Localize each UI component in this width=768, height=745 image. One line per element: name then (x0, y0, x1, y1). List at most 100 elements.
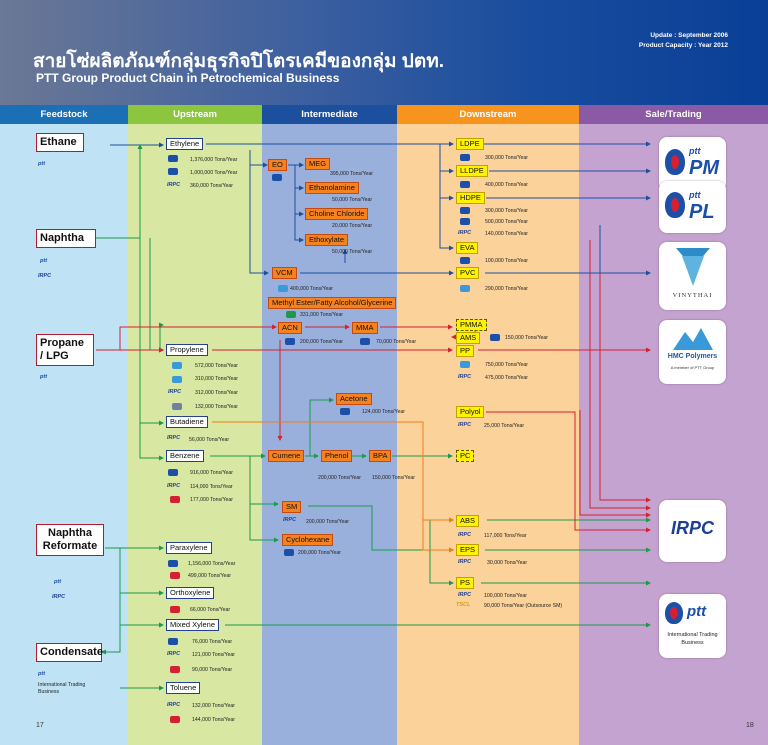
capacity-label: 100,000 Tons/Year (485, 258, 528, 264)
naphtha-reformate-box: Naphtha Reformate (36, 524, 104, 557)
capacity-label: 499,000 Tons/Year (188, 573, 231, 579)
mountain-icon (673, 328, 713, 350)
capacity-label: 132,000 Tons/Year (195, 404, 238, 410)
ptt-logo: ptt (689, 146, 701, 156)
downstream-header: Downstream (397, 105, 579, 124)
flame-core-icon (671, 155, 679, 169)
irpc-logo: IRPC (38, 273, 52, 279)
vinythai-icon (676, 248, 710, 286)
hdpe-box: HDPE (456, 192, 485, 205)
capacity-label: 132,000 Tons/Year (192, 703, 235, 709)
condensate-note: International Trading Business (38, 682, 86, 695)
trading-label: International Trading Business (667, 632, 718, 646)
company-mark-icon (460, 285, 470, 292)
capacity-label: 400,000 Tons/Year (485, 182, 528, 188)
irpc-logo: IRPC (458, 374, 472, 380)
capacity-label: 300,000 Tons/Year (485, 208, 528, 214)
ldpe-box: LDPE (456, 138, 484, 151)
capacity-label: 1,000,000 Tons/Year (190, 170, 238, 176)
flame-core-icon (671, 198, 679, 212)
company-mark-icon (460, 361, 470, 368)
capacity-label: 70,000 Tons/Year (376, 339, 417, 345)
capacity-label: 50,000 Tons/Year (332, 197, 373, 203)
eo-box: EO (268, 159, 287, 172)
company-mark-icon (490, 334, 500, 341)
flame-core-icon (670, 607, 678, 619)
capacity-label: 916,000 Tons/Year (190, 470, 233, 476)
eva-box: EVA (456, 242, 479, 255)
ethane-box: Ethane (36, 133, 84, 153)
condensate-box: Condensate (36, 643, 103, 663)
capacity-label: 177,000 Tons/Year (190, 497, 233, 503)
title-english: PTT Group Product Chain in Petrochemical… (36, 71, 340, 85)
polyol-box: Polyol (456, 406, 485, 419)
capacity-label: 90,000 Tons/Year (Outsource SM) (484, 603, 563, 609)
ptt-logo: ptt (687, 603, 707, 620)
company-mark-icon (170, 716, 180, 723)
mma-box: MMA (352, 322, 378, 335)
capacity-label: 56,000 Tons/Year (189, 437, 230, 443)
company-mark-icon (278, 285, 288, 292)
hmc-label: HMC Polymers (667, 353, 718, 360)
irpc-logo: IRPC (167, 435, 181, 441)
pc-box: PC (456, 450, 475, 463)
capacity-label: 25,000 Tons/Year (484, 423, 525, 429)
capacity-label: 310,000 Tons/Year (195, 376, 238, 382)
company-mark-icon (168, 638, 178, 645)
company-mark-icon (172, 376, 182, 383)
capacity-label: 114,000 Tons/Year (190, 484, 233, 490)
irpc-logo: IRPC (168, 389, 182, 395)
orthoxylene-box: Orthoxylene (166, 587, 215, 600)
capacity-label: 331,000 Tons/Year (300, 312, 343, 318)
ethoxylate-box: Ethoxylate (305, 234, 349, 247)
capacity-year: Product Capacity : Year 2012 (638, 42, 728, 49)
company-mark-icon (168, 469, 178, 476)
capacity-label: 117,000 Tons/Year (484, 533, 527, 539)
company-mark-icon (172, 403, 182, 410)
company-mark-icon (340, 408, 350, 415)
company-mark-icon (286, 311, 296, 318)
capacity-label: 200,000 Tons/Year (300, 339, 343, 345)
capacity-label: 144,000 Tons/Year (192, 717, 235, 723)
capacity-label: 20,000 Tons/Year (332, 223, 373, 229)
acn-box: ACN (278, 322, 302, 335)
capacity-label: 121,000 Tons/Year (192, 652, 235, 658)
capacity-label: 76,000 Tons/Year (192, 639, 233, 645)
capacity-label: 290,000 Tons/Year (485, 286, 528, 292)
phenol-box: Phenol (321, 450, 353, 463)
toluene-box: Toluene (166, 682, 201, 695)
capacity-label: 66,000 Tons/Year (190, 607, 231, 613)
pmma-box: PMMA (456, 319, 487, 332)
capacity-label: 90,000 Tons/Year (192, 667, 233, 673)
ptt-pl-logo-box: ptt PL (659, 181, 726, 233)
capacity-label: 475,000 Tons/Year (485, 375, 528, 381)
ethylene-box: Ethylene (166, 138, 204, 151)
butadiene-box: Butadiene (166, 416, 208, 429)
capacity-label: 312,000 Tons/Year (195, 390, 238, 396)
downstream-column (397, 124, 579, 745)
company-mark-icon (170, 572, 180, 579)
company-mark-icon (285, 338, 295, 345)
capacity-label: 395,000 Tons/Year (330, 171, 373, 177)
irpc-logo: IRPC (458, 592, 472, 598)
intermediate-header: Intermediate (262, 105, 397, 124)
eps-box: EPS (456, 544, 480, 557)
update-date: Update : September 2006 (650, 32, 728, 39)
capacity-label: 150,000 Tons/Year (372, 475, 415, 481)
paraxylene-box: Paraxylene (166, 542, 212, 555)
capacity-label: 124,000 Tons/Year (362, 409, 405, 415)
abs-box: ABS (456, 515, 480, 528)
irpc-logo: IRPC (167, 182, 181, 188)
irpc-logo: IRPC (458, 230, 472, 236)
meg-box: MEG (305, 158, 331, 171)
irpc-logo: IRPC (458, 532, 472, 538)
cumene-box: Cumene (268, 450, 305, 463)
ethanolamine-box: Ethanolamine (305, 182, 359, 195)
irpc-logo: IRPC (167, 702, 181, 708)
tscl-logo: TSCL (456, 602, 471, 608)
ptt-logo: ptt (38, 671, 46, 677)
irpc-logo-box: IRPC (659, 500, 726, 562)
pm-label: PM (689, 157, 719, 179)
capacity-label: 360,000 Tons/Year (190, 183, 233, 189)
